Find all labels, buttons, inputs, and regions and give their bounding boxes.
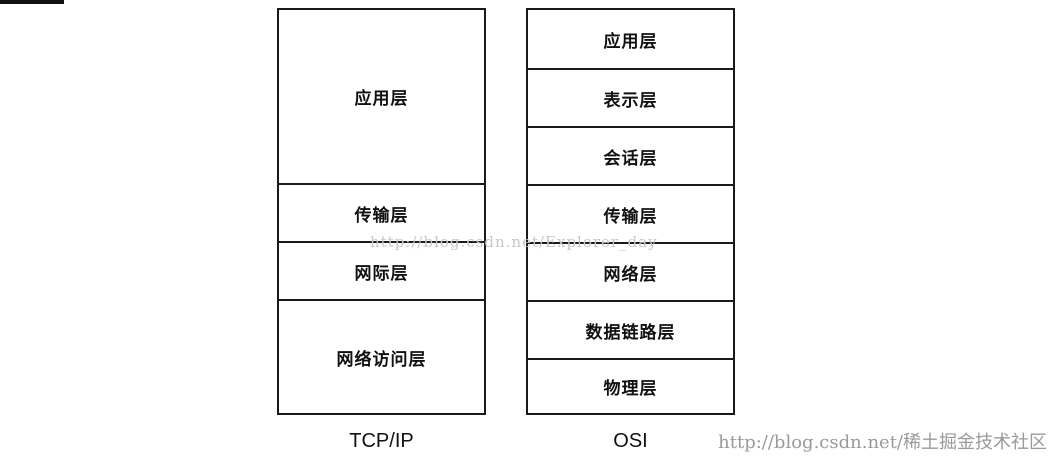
osi-layer-network: 网络层 (528, 242, 733, 300)
osi-caption: OSI (613, 430, 648, 452)
corner-watermark: http://blog.csdn.net/稀土掘金技术社区 (718, 432, 1047, 453)
tcpip-layer-network-access: 网络访问层 (279, 299, 484, 413)
center-watermark: http://blog.csdn.net/Explorer_day (370, 233, 658, 251)
osi-layer-session: 会话层 (528, 126, 733, 184)
osi-stack: 应用层 表示层 会话层 传输层 网络层 数据链路层 物理层 (526, 8, 735, 415)
osi-layer-application: 应用层 (603, 31, 658, 52)
tcpip-caption: TCP/IP (349, 430, 414, 452)
osi-layer-data-link: 数据链路层 (528, 300, 733, 358)
osi-layer-transport: 传输层 (528, 184, 733, 242)
tcpip-layer-internet: 网际层 (279, 241, 484, 299)
osi-layer-physical: 物理层 (528, 358, 733, 413)
tcpip-layer-application: 应用层 (354, 89, 409, 109)
osi-layer-presentation: 表示层 (528, 68, 733, 126)
tcpip-stack: 应用层 传输层 网际层 网络访问层 (277, 8, 486, 415)
corner-mark (0, 0, 64, 4)
tcpip-layer-transport: 传输层 (279, 183, 484, 241)
